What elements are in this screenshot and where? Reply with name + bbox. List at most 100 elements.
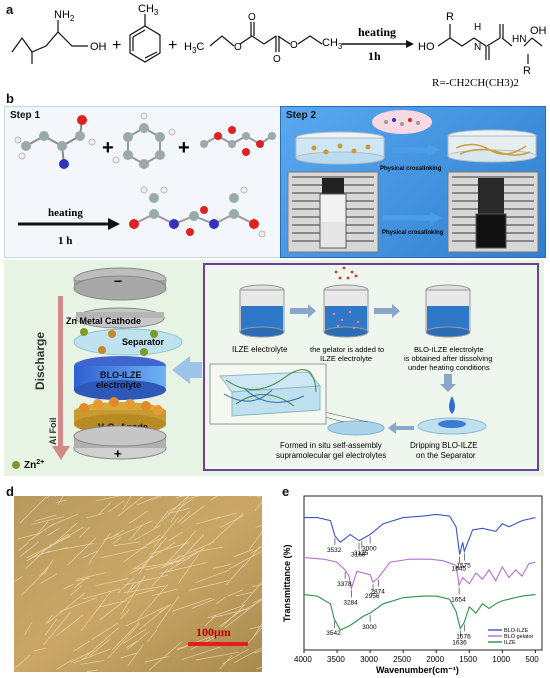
condition-heating: heating bbox=[358, 25, 396, 39]
ester-right-methyl: CH3 bbox=[322, 37, 343, 51]
fiber bbox=[180, 529, 197, 549]
x-tick-label: 3000 bbox=[360, 655, 378, 664]
fiber bbox=[112, 541, 141, 547]
step-molecules: + + heating 1 h Physical crosslink bbox=[14, 110, 539, 253]
annotation-label: 2874 bbox=[370, 589, 385, 596]
fiber bbox=[19, 541, 39, 557]
dripping-drop bbox=[417, 396, 487, 435]
fiber bbox=[168, 531, 183, 542]
fiber bbox=[67, 537, 97, 566]
oxalate-molecule bbox=[200, 126, 276, 156]
fiber bbox=[14, 576, 23, 583]
fiber bbox=[146, 629, 158, 643]
formed-label-2: supramolecular gel electrolytes bbox=[276, 451, 386, 460]
fiber bbox=[18, 542, 29, 551]
chart-series-layer bbox=[303, 513, 536, 631]
fiber bbox=[226, 564, 244, 586]
fiber bbox=[69, 585, 82, 596]
fiber bbox=[136, 496, 159, 506]
annotation-label: 1645 bbox=[452, 566, 467, 573]
fiber bbox=[120, 575, 146, 615]
fiber bbox=[86, 513, 104, 519]
annotation-label: 1575 bbox=[456, 562, 471, 569]
step1-heating-arrow bbox=[18, 218, 120, 230]
fiber bbox=[57, 496, 64, 506]
formed-label-1: Formed in situ self-assembly bbox=[280, 441, 382, 450]
fiber bbox=[99, 593, 134, 621]
fiber bbox=[19, 496, 48, 524]
fiber bbox=[50, 513, 79, 526]
annotation-label: 3000 bbox=[362, 624, 377, 631]
fiber bbox=[125, 640, 138, 649]
fiber bbox=[27, 523, 55, 542]
reaction-arrow bbox=[342, 40, 414, 48]
fiber bbox=[252, 598, 262, 604]
obtain-label-2: is obtained after dissolving bbox=[404, 354, 492, 363]
ester-left-methyl: H3C bbox=[184, 41, 204, 55]
fiber bbox=[135, 589, 155, 596]
fiber bbox=[148, 641, 182, 671]
annotation-label: 3378 bbox=[337, 581, 352, 588]
fiber bbox=[33, 647, 46, 652]
obtain-label-1: BLO-ILZE electrolyte bbox=[414, 345, 484, 354]
micrograph: 100μm bbox=[14, 496, 262, 672]
fiber bbox=[151, 496, 162, 501]
fiber bbox=[122, 628, 147, 644]
fiber bbox=[241, 581, 262, 606]
fiber bbox=[152, 516, 180, 549]
fiber bbox=[34, 514, 57, 522]
plus-sign-1: + bbox=[112, 37, 121, 54]
fiber bbox=[255, 525, 262, 528]
fiber bbox=[228, 550, 262, 570]
fiber bbox=[249, 531, 262, 550]
fiber bbox=[151, 568, 168, 587]
dripping-label-2: on the Separator bbox=[416, 451, 476, 460]
fiber-network bbox=[14, 496, 262, 672]
fiber bbox=[235, 591, 252, 597]
fiber bbox=[211, 608, 250, 619]
fiber bbox=[156, 596, 180, 629]
fiber bbox=[219, 655, 233, 670]
crosslink-label-bottom: Physical crosslinking bbox=[382, 230, 444, 236]
panel-b-label: b bbox=[6, 91, 14, 106]
fiber bbox=[190, 632, 224, 650]
fiber bbox=[56, 659, 73, 670]
condition-time: 1h bbox=[368, 49, 381, 63]
product-h: H bbox=[474, 22, 481, 33]
fiber bbox=[127, 644, 144, 667]
step2-dish-right bbox=[447, 129, 537, 163]
fiber bbox=[171, 597, 212, 612]
fiber bbox=[39, 566, 49, 577]
fiber bbox=[89, 639, 110, 657]
fiber bbox=[243, 545, 261, 568]
fiber bbox=[95, 578, 129, 587]
minus-terminal: − bbox=[114, 273, 122, 289]
fiber bbox=[191, 598, 215, 609]
fiber bbox=[41, 547, 68, 555]
product-ho: HO bbox=[418, 41, 435, 53]
annotation-label: 3168 bbox=[351, 552, 366, 559]
fiber bbox=[99, 600, 127, 608]
fiber bbox=[31, 516, 65, 525]
ilze-beaker bbox=[239, 284, 285, 338]
annotation-label: 3542 bbox=[326, 630, 341, 637]
fiber bbox=[114, 529, 125, 536]
battery-stack: Discharge Al Foil − Zn Metal Cathode Sep… bbox=[12, 263, 539, 471]
fiber bbox=[233, 647, 262, 664]
annotation-label: 3125 bbox=[354, 550, 369, 557]
vial-photo-left bbox=[287, 171, 379, 253]
fiber bbox=[251, 584, 262, 587]
product-r-left: R bbox=[446, 11, 454, 23]
fiber bbox=[21, 568, 49, 596]
fiber bbox=[208, 513, 244, 546]
fiber bbox=[256, 666, 262, 670]
fiber bbox=[126, 581, 136, 594]
fiber bbox=[82, 627, 120, 660]
annotation-label: 3532 bbox=[327, 547, 342, 554]
fiber bbox=[60, 543, 94, 550]
amine-label: NH2 bbox=[54, 9, 75, 23]
gel-separator-disk bbox=[327, 420, 385, 436]
toluene-structure bbox=[129, 14, 161, 63]
zoom-line-2 bbox=[323, 411, 369, 423]
